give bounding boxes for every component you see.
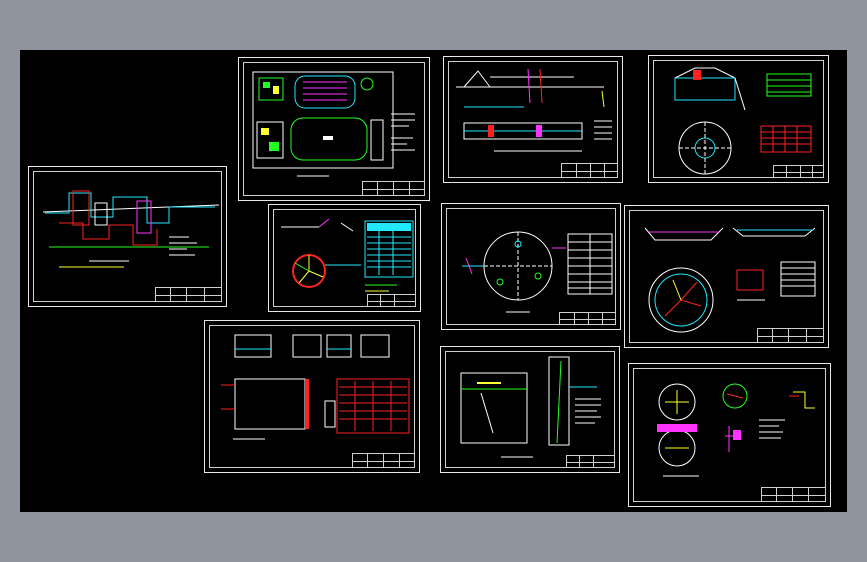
drawing-border bbox=[448, 61, 618, 178]
title-block bbox=[773, 165, 824, 178]
title-block bbox=[561, 163, 618, 178]
title-block bbox=[352, 453, 415, 468]
drawing-border bbox=[629, 210, 824, 343]
drawing-sheet-valve-chamber[interactable] bbox=[440, 346, 620, 473]
rectangular-tank-drawing bbox=[221, 334, 410, 440]
site-plan-drawing bbox=[252, 71, 415, 177]
title-block bbox=[155, 287, 222, 302]
drawing-border bbox=[445, 351, 615, 468]
drawing-sheet-rectangular-tank[interactable] bbox=[204, 320, 420, 473]
drawing-sheet-sludge-tank[interactable] bbox=[628, 363, 831, 507]
cad-model-space[interactable] bbox=[20, 50, 847, 512]
drawing-border bbox=[243, 62, 425, 196]
drawing-border bbox=[446, 208, 616, 325]
title-block bbox=[367, 294, 416, 307]
valve-chamber-drawing bbox=[460, 356, 601, 458]
distribution-well-drawing bbox=[281, 218, 414, 292]
drawing-sheet-thickener[interactable] bbox=[624, 205, 829, 348]
title-block bbox=[566, 455, 615, 468]
drawing-border bbox=[633, 368, 826, 502]
drawing-border bbox=[273, 209, 416, 307]
drawing-sheet-process-flow[interactable] bbox=[28, 166, 227, 307]
pipe-gallery-drawing bbox=[456, 68, 612, 152]
sludge-tank-drawing bbox=[657, 383, 815, 477]
title-block bbox=[761, 487, 826, 502]
drawing-border bbox=[209, 325, 415, 468]
drawing-sheet-site-plan[interactable] bbox=[238, 57, 430, 201]
thickener-drawing bbox=[644, 227, 816, 333]
drawing-sheet-circular-tank[interactable] bbox=[441, 203, 621, 330]
title-block bbox=[757, 328, 824, 343]
drawing-sheet-distribution-well[interactable] bbox=[268, 204, 421, 312]
drawing-sheet-pipe-gallery[interactable] bbox=[443, 56, 623, 183]
drawing-sheet-clarifier[interactable] bbox=[648, 55, 829, 183]
drawing-border bbox=[33, 171, 222, 302]
circular-tank-drawing bbox=[462, 231, 613, 313]
clarifier-drawing bbox=[674, 67, 812, 175]
title-block bbox=[559, 312, 616, 325]
process-flow-drawing bbox=[42, 190, 220, 268]
drawing-border bbox=[653, 60, 824, 178]
title-block bbox=[362, 181, 425, 196]
